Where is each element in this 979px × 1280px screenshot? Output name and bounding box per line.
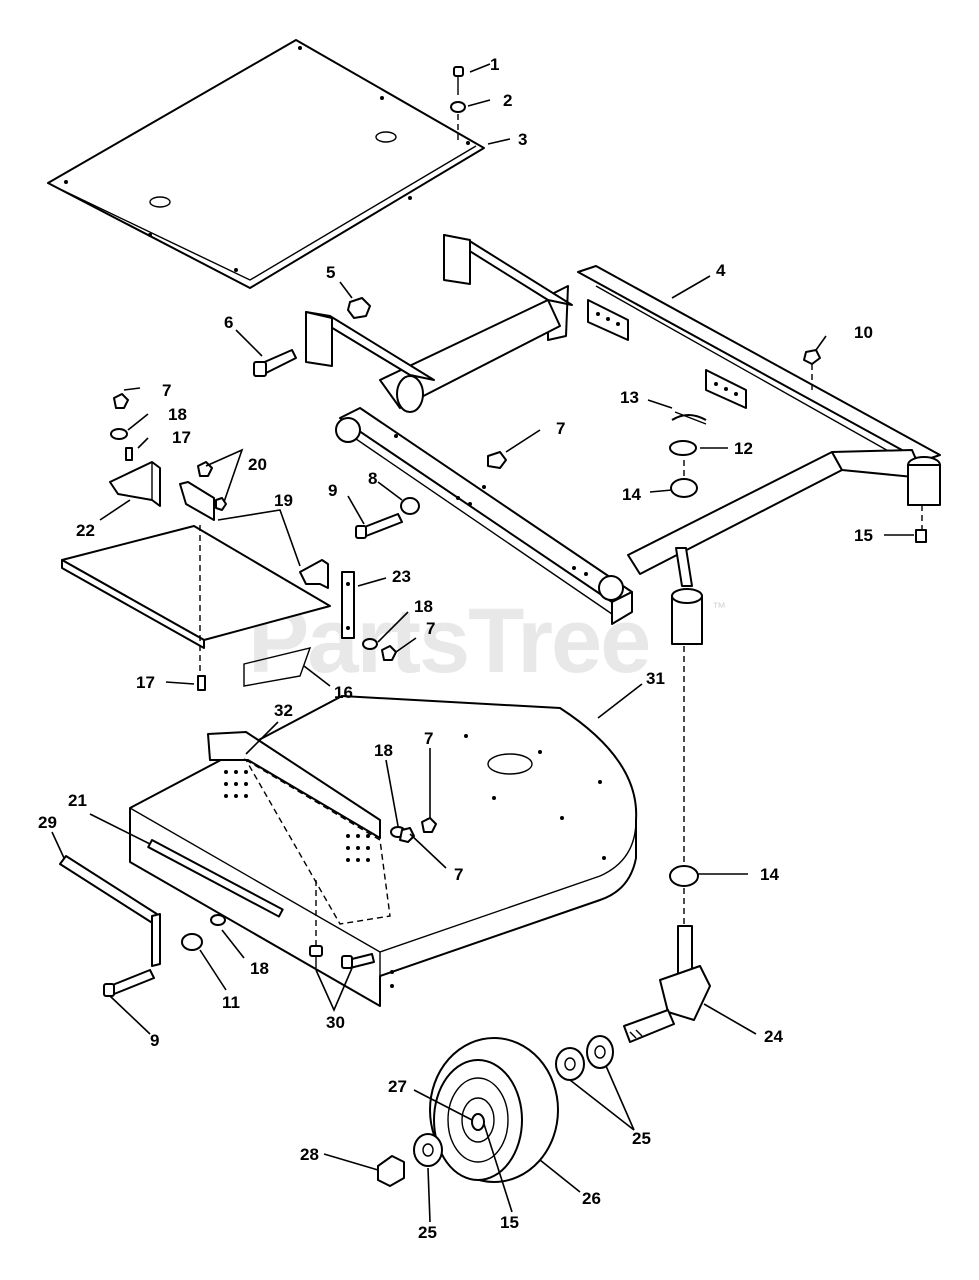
callout-5: 5: [326, 263, 335, 282]
cover-plate: [47, 39, 485, 289]
callout-23: 23: [392, 567, 411, 586]
callout-18c: 18: [374, 741, 393, 760]
adjustment-rod: [59, 839, 284, 997]
callout-14a: 14: [622, 485, 641, 504]
callout-31: 31: [646, 669, 665, 688]
callout-3: 3: [518, 130, 527, 149]
main-frame: [305, 234, 941, 645]
callout-17b: 17: [136, 673, 155, 692]
callout-2: 2: [503, 91, 512, 110]
callout-28: 28: [300, 1145, 319, 1164]
callout-4: 4: [716, 261, 726, 280]
callout-13: 13: [620, 388, 639, 407]
callout-8: 8: [368, 469, 377, 488]
callout-24: 24: [764, 1027, 783, 1046]
callout-15a: 15: [854, 526, 873, 545]
callout-1: 1: [490, 55, 499, 74]
adjustment-plate: [207, 731, 437, 925]
callout-17a: 17: [172, 428, 191, 447]
callout-7c: 7: [426, 619, 435, 638]
callout-15b: 15: [500, 1213, 519, 1232]
callout-21: 21: [68, 791, 87, 810]
callout-26: 26: [582, 1189, 601, 1208]
callout-7b: 7: [162, 381, 171, 400]
callout-22: 22: [76, 521, 95, 540]
callout-16: 16: [334, 683, 353, 702]
callout-9a: 9: [328, 481, 337, 500]
wheel-assembly: [377, 1035, 614, 1187]
shelf-plate: [61, 525, 331, 687]
callout-25b: 25: [418, 1223, 437, 1242]
leader-lines: [51, 63, 914, 1223]
callout-labels: 1 2 3 4 5 6 7 10 7 18 17 20 22 13 12 14 …: [38, 55, 873, 1242]
callout-18d: 18: [250, 959, 269, 978]
deck-bolts: [309, 880, 375, 969]
callout-27: 27: [388, 1077, 407, 1096]
callout-7a: 7: [556, 419, 565, 438]
callout-6: 6: [224, 313, 233, 332]
callout-18a: 18: [168, 405, 187, 424]
callout-7d: 7: [424, 729, 433, 748]
callout-20: 20: [248, 455, 267, 474]
callout-14b: 14: [760, 865, 779, 884]
callout-25a: 25: [632, 1129, 651, 1148]
callout-30: 30: [326, 1013, 345, 1032]
callout-9b: 9: [150, 1031, 159, 1050]
frame-hardware: [253, 297, 927, 543]
callout-11: 11: [222, 993, 240, 1012]
callout-19: 19: [274, 491, 293, 510]
watermark-trademark: ™: [712, 599, 726, 615]
screw-and-washer: [450, 66, 466, 140]
caster-fork: [623, 646, 711, 1043]
deck-housing: [129, 695, 638, 1007]
callout-18b: 18: [414, 597, 433, 616]
callout-12: 12: [734, 439, 753, 458]
callout-7e: 7: [454, 865, 463, 884]
callout-10: 10: [854, 323, 873, 342]
callout-29: 29: [38, 813, 57, 832]
callout-32: 32: [274, 701, 293, 720]
